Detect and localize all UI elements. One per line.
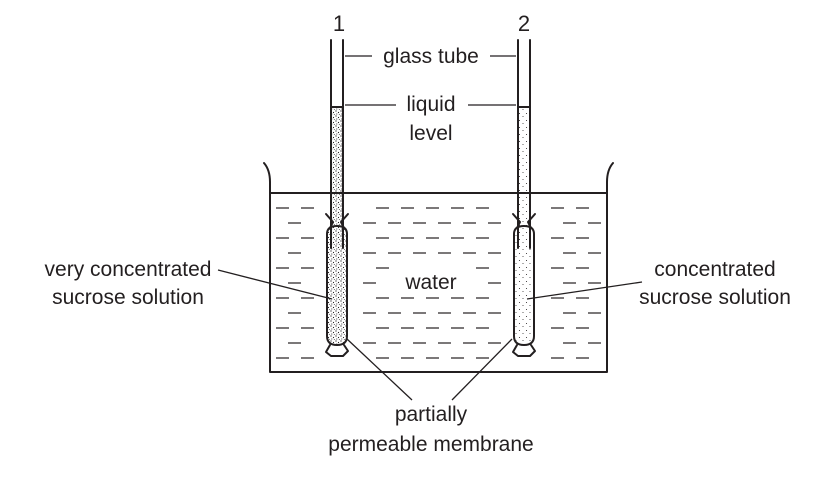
water-label-group: water bbox=[396, 268, 466, 296]
membrane-label-line2: permeable membrane bbox=[328, 433, 533, 456]
membrane-leader-left bbox=[346, 338, 413, 401]
right-solution-leader bbox=[526, 281, 643, 300]
tube-2-liquid-column bbox=[518, 107, 530, 247]
liquid-level-label-line1: liquid bbox=[406, 93, 455, 116]
membrane-label-line1: partially bbox=[395, 403, 468, 426]
water-label: water bbox=[404, 271, 456, 294]
water-dashes bbox=[276, 207, 601, 359]
tube-2 bbox=[512, 39, 536, 357]
glass-tube-label: glass tube bbox=[383, 45, 479, 68]
beaker bbox=[263, 162, 614, 373]
right-solution-label-line1: concentrated bbox=[654, 258, 775, 281]
tube-1-liquid-column bbox=[331, 107, 343, 247]
tube-1-bag-fill bbox=[327, 226, 347, 345]
membrane-leader-right bbox=[451, 338, 513, 401]
tube-1-number: 1 bbox=[333, 11, 345, 36]
left-solution-label-line2: sucrose solution bbox=[52, 286, 204, 309]
right-solution-label-line2: sucrose solution bbox=[639, 286, 791, 309]
left-solution-label-line1: very concentrated bbox=[45, 258, 212, 281]
tube-2-number: 2 bbox=[518, 11, 530, 36]
left-solution-leader bbox=[217, 269, 333, 300]
liquid-level-label-line2: level bbox=[409, 122, 452, 145]
tube-1 bbox=[325, 39, 349, 357]
tube-2-bag-fill bbox=[514, 226, 534, 345]
